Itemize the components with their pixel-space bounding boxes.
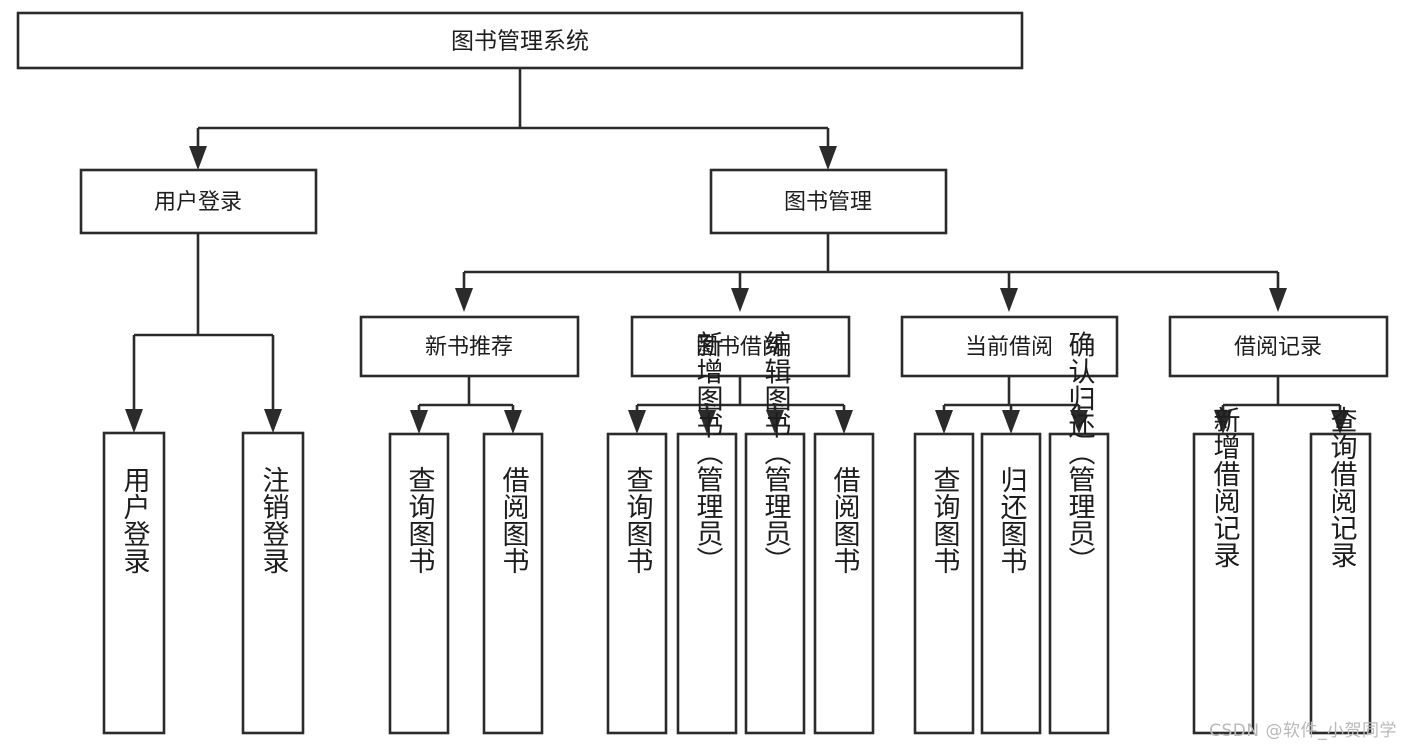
node-leaf-borrow-book-1[interactable]: 借阅图书 xyxy=(482,432,544,735)
node-leaf-query-book-3[interactable]: 查询图书 xyxy=(913,432,975,735)
node-leaf-add-book-label: 新增图书（管理员） xyxy=(692,330,724,573)
node-root-box[interactable] xyxy=(16,11,1024,70)
node-leaf-user-login-label: 用户登录 xyxy=(119,466,151,574)
node-book-borrow-label: 图书借阅 xyxy=(696,335,784,360)
node-leaf-user-login-box[interactable] xyxy=(102,431,166,735)
node-leaf-borrow-book-2[interactable]: 借阅图书 xyxy=(813,432,875,735)
node-new-book-recommend[interactable]: 新书推荐 xyxy=(359,315,580,378)
arrow-to-borrow-record-icon xyxy=(1269,288,1287,312)
node-book-borrow-box[interactable] xyxy=(630,315,851,378)
node-user-login-label: 用户登录 xyxy=(154,190,242,215)
node-book-manage[interactable]: 图书管理 xyxy=(709,168,948,235)
arrow-to-leaf-query-book-1-icon xyxy=(410,410,428,434)
node-leaf-query-record-label: 查询借阅记录 xyxy=(1326,406,1358,568)
node-book-borrow[interactable]: 图书借阅 xyxy=(630,315,851,378)
arrow-to-leaf-confirm-return-icon xyxy=(1070,410,1088,434)
arrow-to-leaf-logout-login-icon xyxy=(264,409,282,433)
arrow-to-leaf-add-book-icon xyxy=(698,410,716,434)
node-leaf-query-book-1[interactable]: 查询图书 xyxy=(388,432,450,735)
node-leaf-add-record-box[interactable] xyxy=(1192,432,1255,735)
edge-group-new-book-recommend-to-leaves xyxy=(410,376,522,434)
node-leaf-logout-login[interactable]: 注销登录 xyxy=(241,431,305,735)
node-leaf-add-book[interactable]: 新增图书（管理员） xyxy=(676,330,738,735)
arrow-root-to-book-manage-icon xyxy=(819,146,837,170)
edge-group-book-manage-to-level3 xyxy=(455,233,1287,312)
node-root-label: 图书管理系统 xyxy=(451,29,589,55)
node-leaf-query-book-2[interactable]: 查询图书 xyxy=(606,432,668,735)
node-leaf-borrow-book-2-box[interactable] xyxy=(813,432,875,735)
arrow-to-leaf-borrow-book-2-icon xyxy=(835,410,853,434)
node-book-manage-box[interactable] xyxy=(709,168,948,235)
edge-group-book-borrow-to-leaves xyxy=(628,376,853,434)
arrow-root-to-user-login-icon xyxy=(189,146,207,170)
node-borrow-record-label: 借阅记录 xyxy=(1234,335,1322,360)
node-leaf-edit-book[interactable]: 编辑图书（管理员） xyxy=(744,330,806,735)
arrow-to-leaf-add-record-icon xyxy=(1214,410,1232,434)
arrow-to-current-borrow-icon xyxy=(1000,288,1018,312)
node-leaf-query-book-1-label: 查询图书 xyxy=(404,466,436,574)
arrow-to-leaf-borrow-book-1-icon xyxy=(504,410,522,434)
node-leaf-borrow-book-2-label: 借阅图书 xyxy=(829,466,861,574)
node-user-login[interactable]: 用户登录 xyxy=(79,168,318,235)
node-leaf-borrow-book-1-box[interactable] xyxy=(482,432,544,735)
node-leaf-edit-book-box[interactable] xyxy=(744,432,806,735)
node-leaf-add-record[interactable]: 新增借阅记录 xyxy=(1192,406,1255,735)
arrow-to-leaf-user-login-icon xyxy=(125,409,143,433)
node-leaf-query-book-2-box[interactable] xyxy=(606,432,668,735)
node-leaf-add-book-box[interactable] xyxy=(676,432,738,735)
node-user-login-box[interactable] xyxy=(79,168,318,235)
arrow-to-book-borrow-icon xyxy=(731,288,749,312)
node-leaf-logout-login-label: 注销登录 xyxy=(258,466,290,574)
arrow-to-leaf-edit-book-icon xyxy=(766,410,784,434)
node-leaf-query-record-box[interactable] xyxy=(1309,432,1372,735)
node-leaf-query-book-2-label: 查询图书 xyxy=(622,466,654,574)
node-leaf-logout-login-box[interactable] xyxy=(241,431,305,735)
node-leaf-borrow-book-1-label: 借阅图书 xyxy=(498,466,530,574)
node-leaf-query-book-3-label: 查询图书 xyxy=(929,466,961,574)
node-leaf-user-login[interactable]: 用户登录 xyxy=(102,431,166,735)
node-leaf-confirm-return[interactable]: 确认归还（管理员） xyxy=(1048,330,1110,735)
edge-group-user-login-to-leaves xyxy=(125,233,282,433)
edge-group-current-borrow-to-leaves xyxy=(935,376,1088,434)
node-new-book-recommend-label: 新书推荐 xyxy=(425,335,513,360)
node-current-borrow-label: 当前借阅 xyxy=(965,335,1053,360)
node-leaf-return-book[interactable]: 归还图书 xyxy=(980,432,1042,735)
node-borrow-record-box[interactable] xyxy=(1168,315,1389,378)
node-leaf-return-book-box[interactable] xyxy=(980,432,1042,735)
node-leaf-query-record[interactable]: 查询借阅记录 xyxy=(1309,406,1372,735)
node-leaf-edit-book-label: 编辑图书（管理员） xyxy=(760,330,792,573)
edge-group-root-to-level2 xyxy=(189,68,837,170)
arrow-to-leaf-return-book-icon xyxy=(1002,410,1020,434)
node-leaf-confirm-return-box[interactable] xyxy=(1048,432,1110,735)
arrow-to-leaf-query-record-icon xyxy=(1331,410,1349,434)
node-current-borrow-box[interactable] xyxy=(900,315,1119,378)
node-root[interactable]: 图书管理系统 xyxy=(16,11,1024,70)
arrow-to-new-book-recommend-icon xyxy=(455,288,473,312)
node-book-manage-label: 图书管理 xyxy=(784,190,872,215)
node-leaf-return-book-label: 归还图书 xyxy=(996,466,1028,574)
node-new-book-recommend-box[interactable] xyxy=(359,315,580,378)
node-borrow-record[interactable]: 借阅记录 xyxy=(1168,315,1389,378)
node-leaf-query-book-3-box[interactable] xyxy=(913,432,975,735)
arrow-to-leaf-query-book-3-icon xyxy=(935,410,953,434)
node-leaf-query-book-1-box[interactable] xyxy=(388,432,450,735)
edge-group-borrow-record-to-leaves xyxy=(1214,376,1349,434)
node-current-borrow[interactable]: 当前借阅 xyxy=(900,315,1119,378)
arrow-to-leaf-query-book-2-icon xyxy=(628,410,646,434)
node-leaf-confirm-return-label: 确认归还（管理员） xyxy=(1064,330,1096,573)
node-leaf-add-record-label: 新增借阅记录 xyxy=(1209,406,1241,568)
